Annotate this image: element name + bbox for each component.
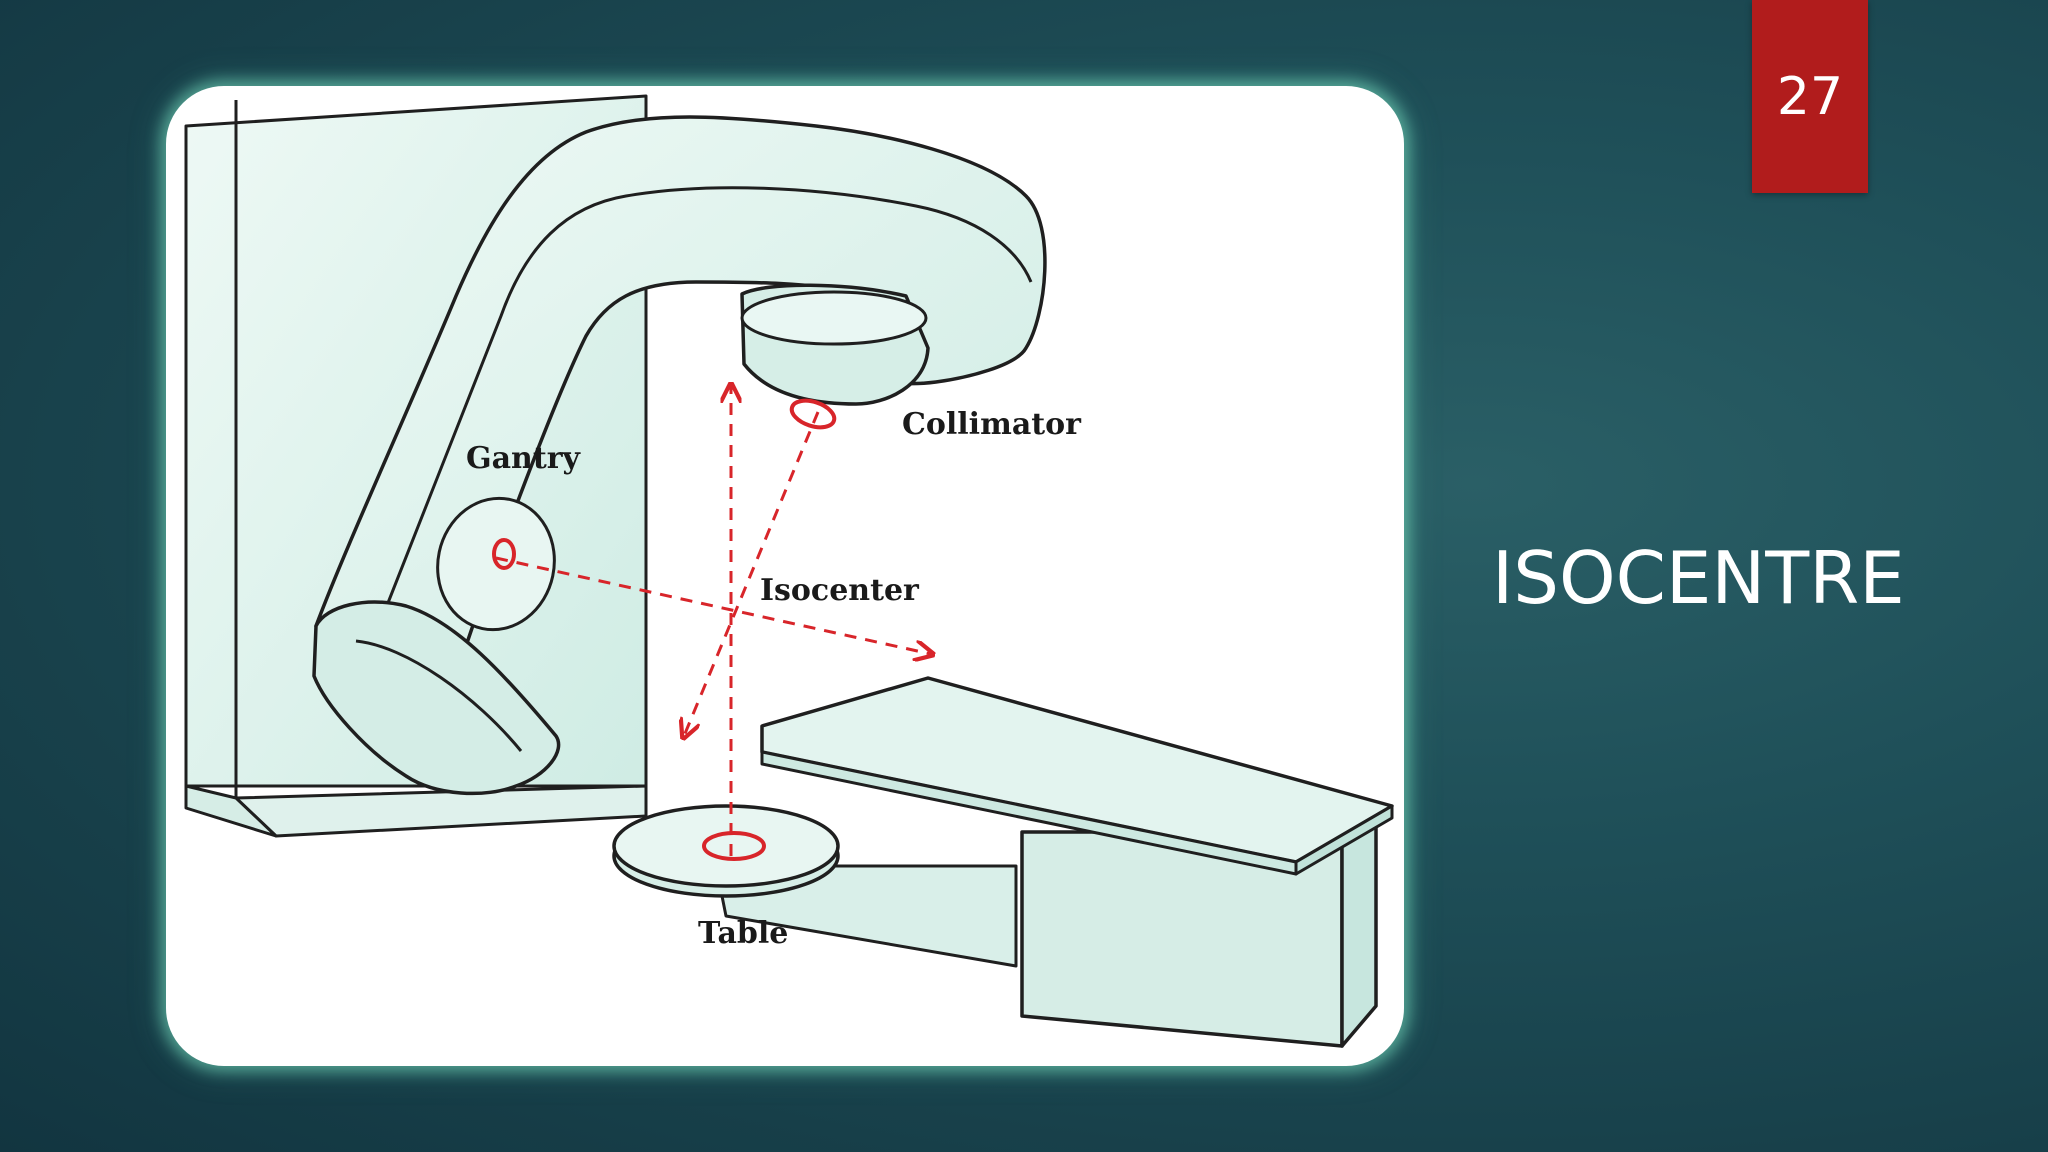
gantry-arm bbox=[312, 115, 1047, 796]
collimator-rotation-icon bbox=[789, 398, 837, 430]
treatment-table bbox=[612, 676, 1394, 1048]
collimator bbox=[740, 283, 930, 406]
diagram-card: Gantry Collimator Isocenter Table bbox=[166, 86, 1404, 1066]
table-label: Table bbox=[698, 916, 788, 951]
collimator-axis bbox=[684, 411, 820, 736]
linac-diagram: Gantry Collimator Isocenter Table bbox=[184, 94, 1394, 1048]
rotation-axes bbox=[495, 386, 931, 856]
gantry-rotation-icon bbox=[492, 538, 516, 570]
table-rotation-icon bbox=[702, 831, 766, 861]
isocenter-label: Isocenter bbox=[760, 573, 920, 608]
rotation-markers bbox=[492, 398, 837, 861]
collimator-label: Collimator bbox=[902, 407, 1082, 442]
slide-number-badge: 27 bbox=[1752, 0, 1868, 193]
slide-title: ISOCENTRE bbox=[1492, 536, 1905, 620]
gantry-axis bbox=[495, 556, 931, 654]
gantry-label: Gantry bbox=[466, 441, 582, 476]
slide-number: 27 bbox=[1776, 66, 1844, 127]
